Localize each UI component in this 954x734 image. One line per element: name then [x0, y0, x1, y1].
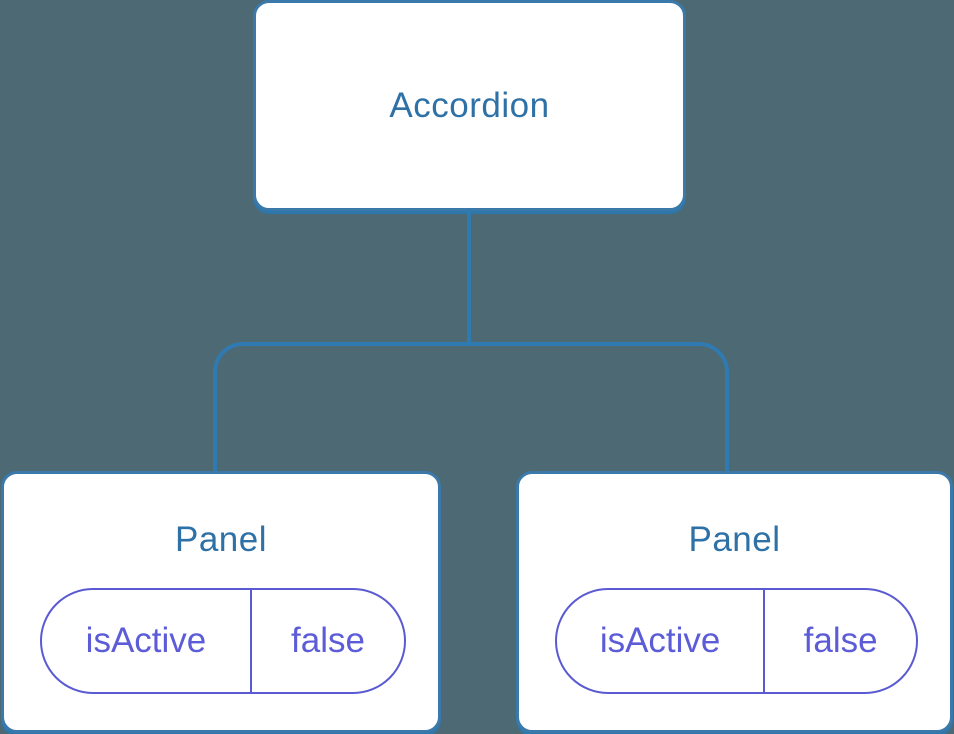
state-value-left: false	[291, 621, 365, 660]
node-accordion: Accordion	[253, 0, 686, 211]
state-key-right: isActive	[557, 590, 766, 692]
state-key-left: isActive	[42, 590, 252, 692]
connector-branch	[213, 342, 729, 474]
connector-stem	[467, 209, 471, 346]
node-panel-right-label: Panel	[688, 520, 781, 559]
state-pill-right: isActive false	[555, 588, 918, 694]
node-panel-left: Panel isActive false	[1, 471, 441, 733]
node-accordion-label: Accordion	[389, 85, 550, 125]
state-pill-left: isActive false	[40, 588, 406, 694]
node-panel-left-label: Panel	[174, 520, 268, 559]
state-value-right: false	[803, 621, 878, 660]
node-panel-right: Panel isActive false	[516, 471, 953, 733]
